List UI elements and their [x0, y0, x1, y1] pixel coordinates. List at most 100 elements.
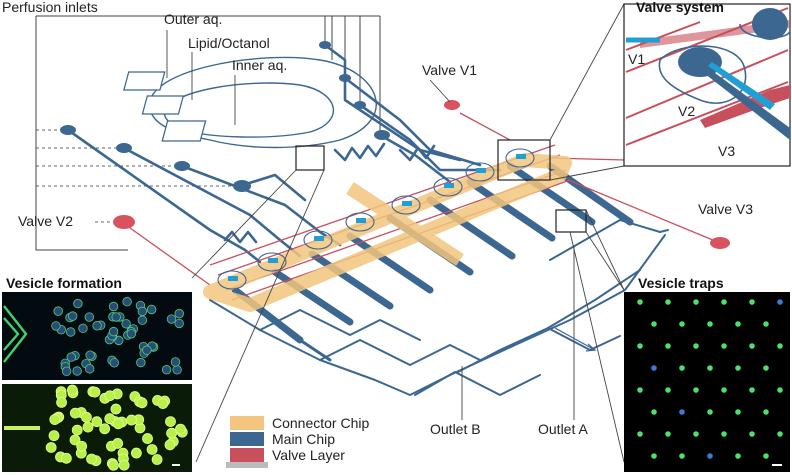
outlet-a-label: Outlet A [538, 421, 588, 437]
legend: Connector Chip Main Chip Valve Layer [226, 415, 369, 468]
outer-aq-label: Outer aq. [164, 11, 222, 27]
vesicle-dot [166, 427, 178, 439]
v1-label: V1 [628, 51, 645, 67]
scale-bar-formation [172, 464, 180, 466]
vesicle-dot [693, 343, 699, 349]
legend-swatch-connector [230, 416, 264, 430]
vesicle-dot [157, 398, 169, 409]
vesicle-dot [651, 321, 657, 327]
vesicle-dot [637, 431, 643, 437]
legend-base [226, 462, 268, 468]
vesicle-dot [721, 343, 727, 349]
legend-swatch-main [230, 432, 264, 446]
vesicle-dot [84, 312, 95, 322]
vesicle-dot [142, 433, 153, 444]
vesicle-dot [164, 439, 176, 451]
vesicle-dot [69, 434, 81, 446]
vesicle-dot [78, 323, 88, 334]
vesicle-dot [174, 318, 184, 329]
vesicle-dot [110, 403, 122, 415]
perfusion-inlets-bracket [35, 15, 381, 251]
vesicle-formation-panel: Vesicle formation [2, 275, 192, 472]
vesicle-dot [651, 409, 657, 415]
vesicle-dot [111, 312, 121, 322]
vesicle-dot [81, 411, 92, 423]
vesicle-dot [99, 423, 111, 435]
vesicle-dot [76, 440, 88, 452]
vesicle-formation-title: Vesicle formation [6, 275, 122, 291]
vesicle-dot [651, 365, 657, 371]
vesicle-dot [86, 453, 97, 465]
vesicle-dot [137, 306, 148, 317]
vesicle-dot [130, 447, 142, 459]
vesicle-dot [121, 319, 131, 329]
vesicle-dot [61, 366, 72, 377]
vesicle-dot [637, 299, 643, 305]
zoom-connectors [191, 3, 625, 463]
lipid-octanol-label: Lipid/Octanol [188, 35, 270, 51]
vesicle-dot [112, 438, 124, 449]
vesicle-dot [166, 314, 177, 324]
valve-highlights [228, 154, 526, 281]
vesicle-dot [665, 431, 671, 437]
vesicle-dot [707, 453, 713, 459]
vesicle-dot [735, 321, 741, 327]
vesicle-dot [777, 387, 783, 393]
vesicle-dot [707, 321, 713, 327]
valve-v3-label: Valve V3 [698, 201, 753, 217]
valve-v1-label: Valve V1 [422, 62, 477, 78]
vesicle-dot [170, 357, 181, 367]
vesicle-dot [665, 299, 671, 305]
vesicle-dot [665, 387, 671, 393]
vesicle-dot [637, 343, 643, 349]
vesicle-dot [693, 299, 699, 305]
vesicle-dot [763, 365, 769, 371]
vesicle-dot [73, 298, 83, 309]
vesicle-dot [161, 365, 172, 375]
vesicle-dot [91, 416, 103, 428]
vesicle-dot [693, 387, 699, 393]
vesicle-dot [66, 352, 76, 362]
valve-system-inset: V1 V2 V3 Valve system [623, 0, 791, 167]
scale-bar-traps [772, 464, 782, 466]
vesicle-traps-title: Vesicle traps [638, 275, 724, 291]
trapped-vesicles [637, 299, 783, 459]
vesicle-dot [679, 321, 685, 327]
vesicle-dot [137, 315, 148, 325]
vesicle-dot [108, 301, 119, 312]
vesicle-dot [112, 418, 124, 430]
vesicle-dot [749, 387, 755, 393]
vesicle-dot [49, 414, 61, 425]
vesicle-dot [84, 364, 95, 374]
vesicle-dot [151, 454, 163, 465]
vesicle-dot [175, 423, 186, 435]
vesicle-dot [735, 409, 741, 415]
legend-swatch-valve [230, 448, 264, 462]
vesicle-dot [763, 409, 769, 415]
vesicle-dot [721, 431, 727, 437]
vesicle-dot [122, 297, 132, 307]
inlet-reservoirs [60, 41, 390, 192]
vesicle-dot [48, 430, 60, 442]
zoom-boxes [295, 139, 587, 233]
vesicle-dot [763, 321, 769, 327]
vesicle-dot [735, 365, 741, 371]
vesicle-dot [146, 304, 157, 315]
valve-junctions [217, 148, 535, 290]
vesicle-dot [707, 409, 713, 415]
vesicle-dot [108, 326, 119, 337]
vesicle-dot [108, 459, 119, 471]
v2-label: V2 [678, 103, 695, 119]
vesicle-dot [65, 327, 76, 337]
legend-label-connector: Connector Chip [272, 415, 369, 431]
vesicle-traps-panel: Vesicle traps [624, 275, 790, 472]
vesicle-dot [651, 453, 657, 459]
vesicle-dot [777, 431, 783, 437]
legend-label-main: Main Chip [272, 431, 335, 447]
vesicle-dot [172, 365, 182, 375]
formation-top-vesicles [51, 297, 184, 377]
vesicle-dot [763, 453, 769, 459]
vesicle-dot [777, 299, 783, 305]
